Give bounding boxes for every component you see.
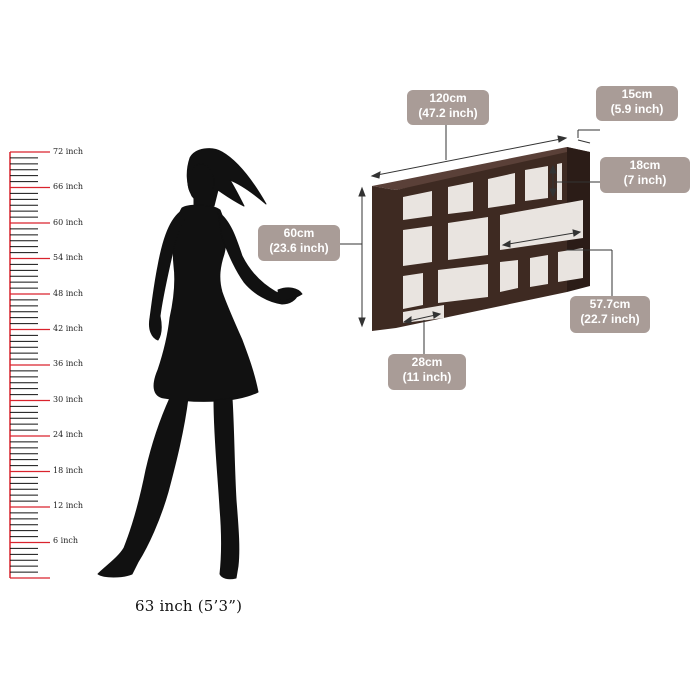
tick-label-54: 54 inch xyxy=(53,253,84,262)
tick-label-66: 66 inch xyxy=(53,182,84,191)
tick-label-30: 30 inch xyxy=(53,395,84,404)
tick-label-18: 18 inch xyxy=(53,466,84,475)
height-metric: 60cm xyxy=(283,226,315,240)
dimension-compartment-label: 18cm (7 inch) xyxy=(600,157,690,193)
tick-label-48: 48 inch xyxy=(53,289,84,298)
ruler-scale xyxy=(9,151,50,579)
bottom-cell-imperial: (11 inch) xyxy=(402,370,452,384)
bottom-cell-metric: 28cm xyxy=(411,355,443,369)
tick-label-36: 36 inch xyxy=(53,359,84,368)
dimension-depth-label: 15cm (5.9 inch) xyxy=(596,86,678,121)
woman-silhouette xyxy=(97,148,303,580)
tick-label-60: 60 inch xyxy=(53,218,84,227)
tick-label-42: 42 inch xyxy=(53,324,84,333)
inner-width-imperial: (22.7 inch) xyxy=(580,312,640,326)
dimension-width-label: 120cm (47.2 inch) xyxy=(407,90,489,125)
tick-label-12: 12 inch xyxy=(53,501,84,510)
dimension-inner-width-label: 57.7cm (22.7 inch) xyxy=(570,296,650,333)
dimension-bottom-cell-label: 28cm (11 inch) xyxy=(388,354,466,390)
tick-label-24: 24 inch xyxy=(53,430,84,439)
dimension-height-label: 60cm (23.6 inch) xyxy=(258,225,340,261)
compartment-imperial: (7 inch) xyxy=(623,173,667,187)
depth-imperial: (5.9 inch) xyxy=(610,102,664,116)
depth-metric: 15cm xyxy=(621,87,653,101)
width-imperial: (47.2 inch) xyxy=(418,106,478,120)
shelf-compartments xyxy=(403,163,583,323)
wall-shelf xyxy=(372,147,590,331)
height-caption: 63 inch (5’3”) xyxy=(135,597,243,615)
height-imperial: (23.6 inch) xyxy=(269,241,329,255)
measurement-lines xyxy=(338,124,613,354)
tick-label-72: 72 inch xyxy=(53,147,84,156)
tick-label-6: 6 inch xyxy=(53,536,78,545)
inner-width-metric: 57.7cm xyxy=(589,297,631,311)
width-metric: 120cm xyxy=(429,91,467,105)
compartment-metric: 18cm xyxy=(629,158,661,172)
